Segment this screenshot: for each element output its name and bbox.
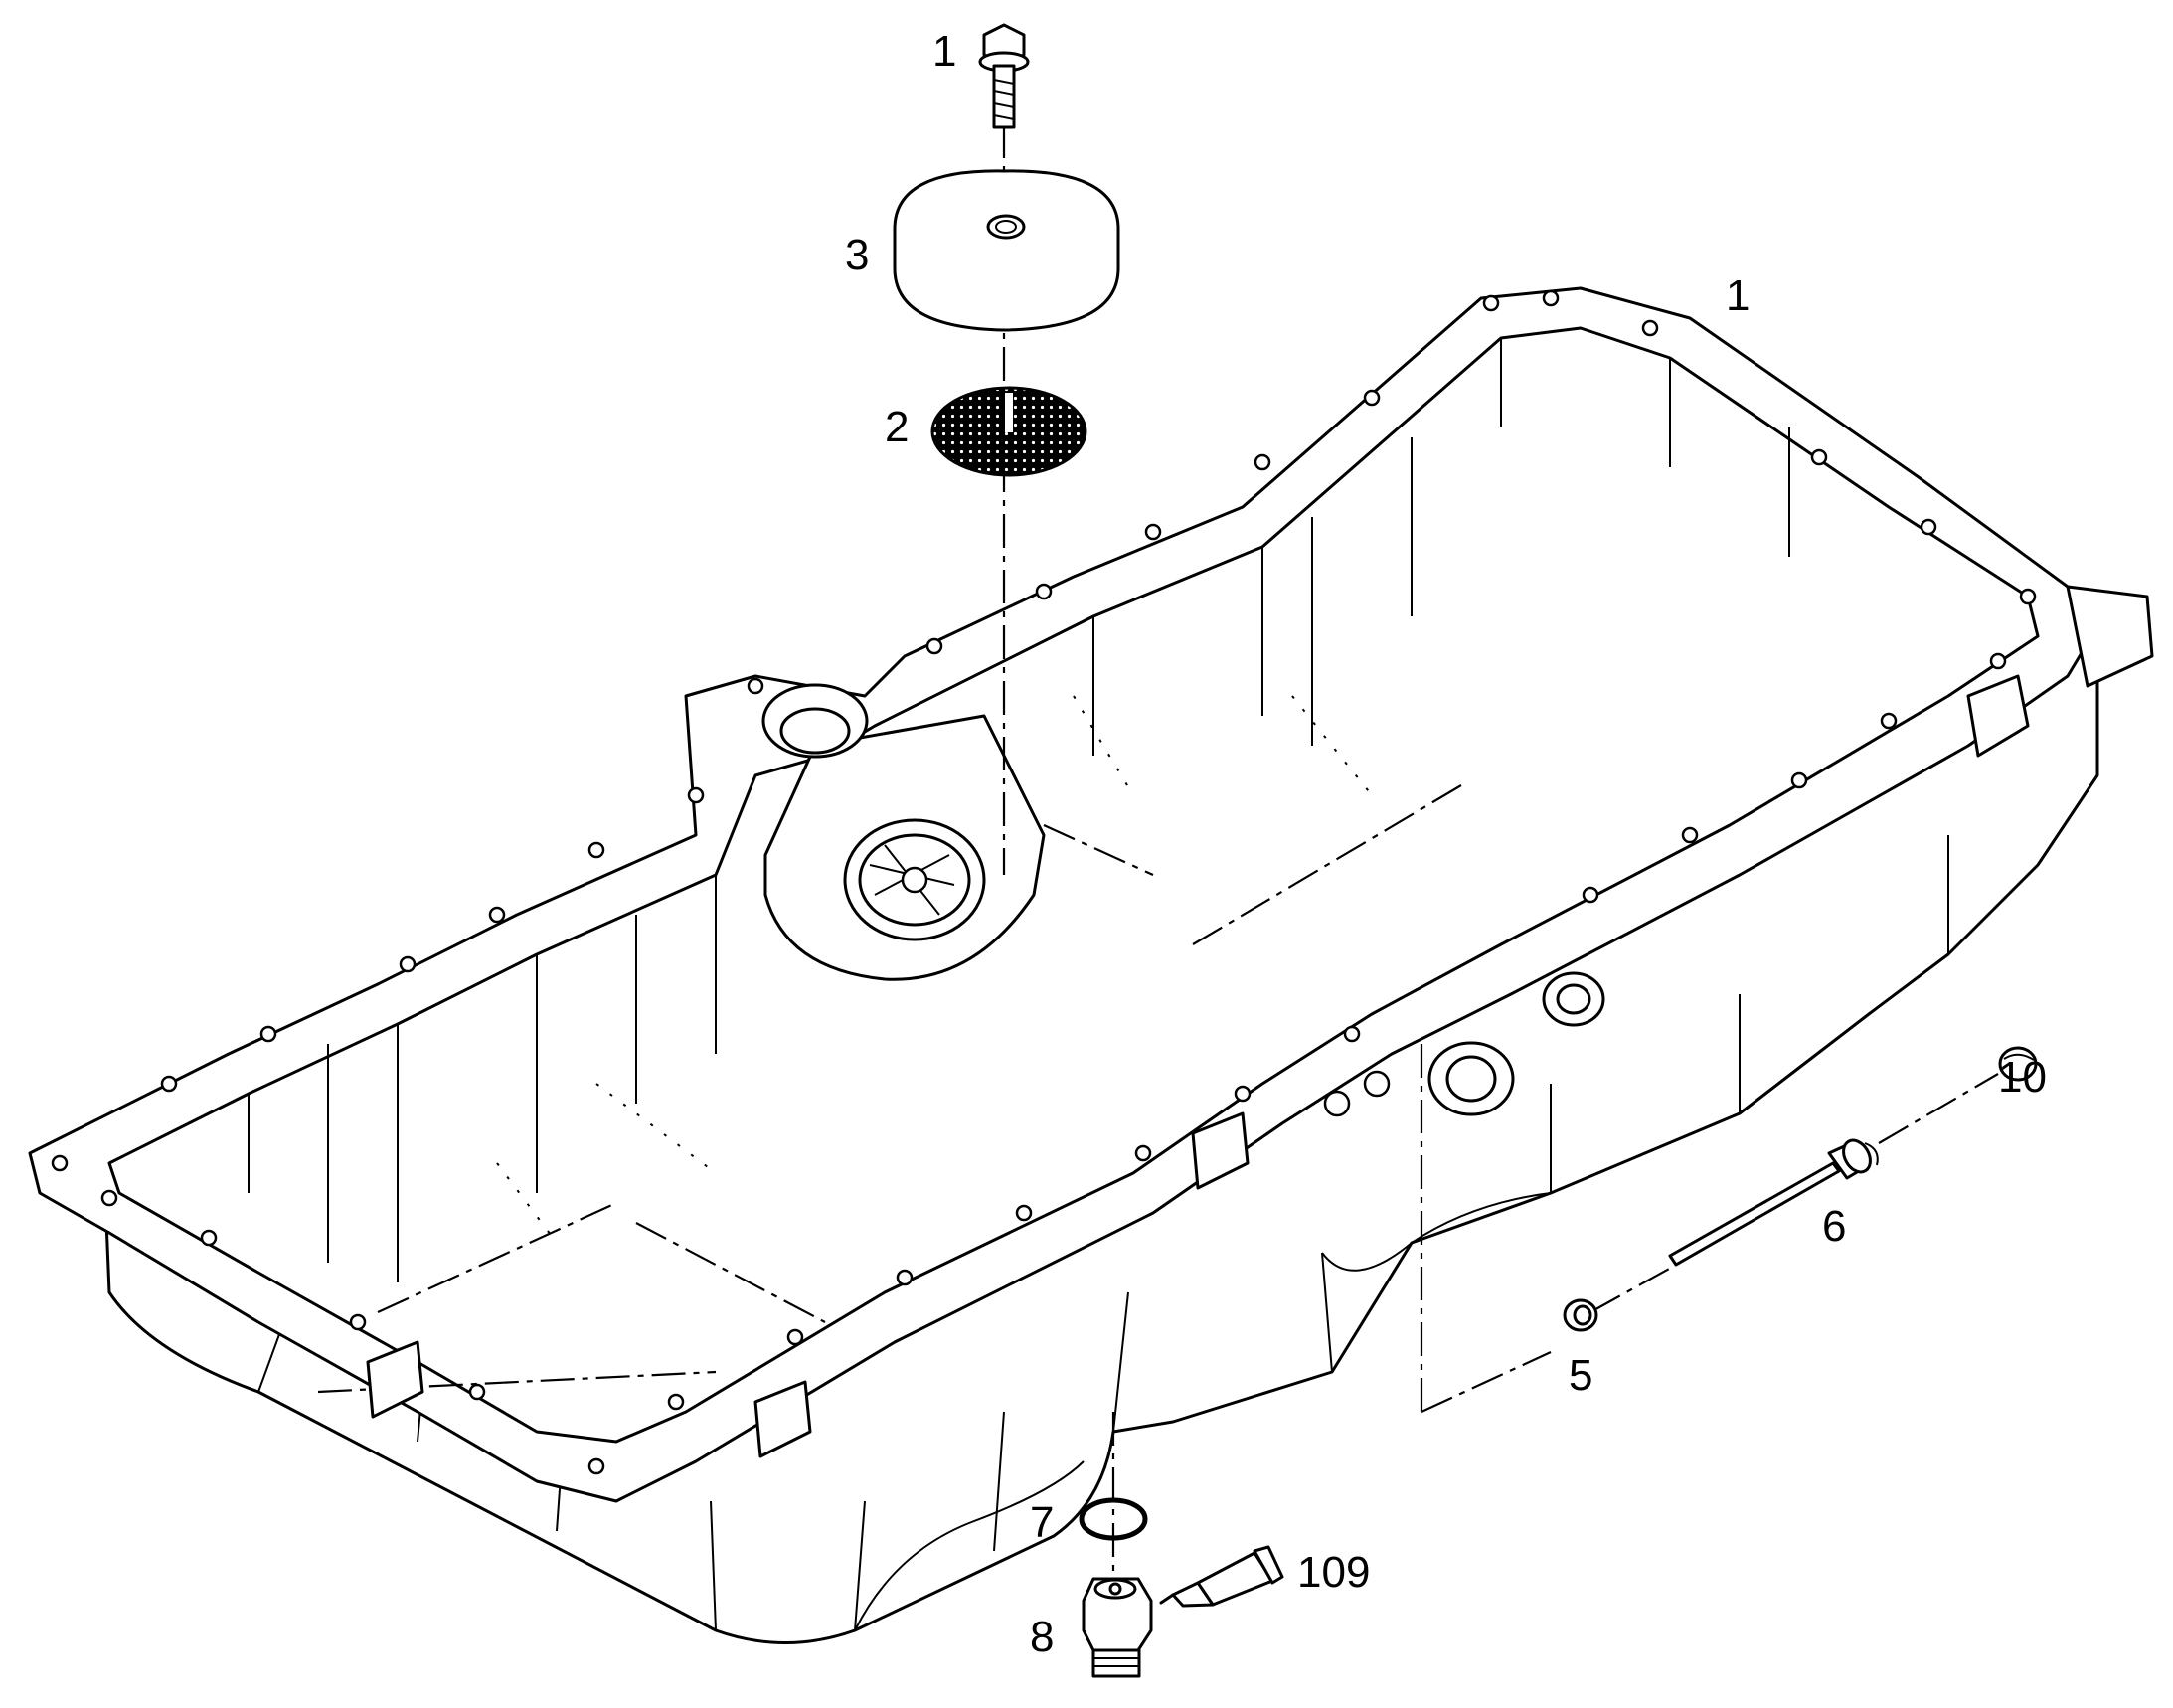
callout-109: 109 [1297, 1548, 1371, 1597]
callout-6: 6 [1822, 1202, 1847, 1251]
strainer-screen [930, 386, 1087, 477]
callout-10: 10 [1998, 1053, 2047, 1102]
callout-8: 8 [1030, 1613, 1055, 1661]
drain-plug [1082, 1577, 1153, 1678]
sealant-tube [1159, 1545, 1284, 1608]
callout-1: 1 [1726, 271, 1751, 320]
seal-ring [1563, 1298, 1598, 1332]
oil-pan [28, 286, 2154, 1644]
flange-bolt-holes [51, 289, 2037, 1475]
dipstick [1668, 1138, 1879, 1267]
callout-2: 2 [885, 403, 910, 451]
centerline-cap [1878, 1073, 1999, 1144]
cap [1998, 1046, 2038, 1082]
callout-4: 1 [932, 27, 957, 76]
callout-5: 5 [1569, 1351, 1593, 1400]
callout-3: 3 [845, 231, 870, 279]
flange-bolt [978, 23, 1030, 129]
callout-7: 7 [1030, 1498, 1055, 1547]
o-ring [1079, 1497, 1148, 1541]
cover-disc [893, 169, 1120, 332]
centerline-dipstick [1420, 1044, 1681, 1413]
